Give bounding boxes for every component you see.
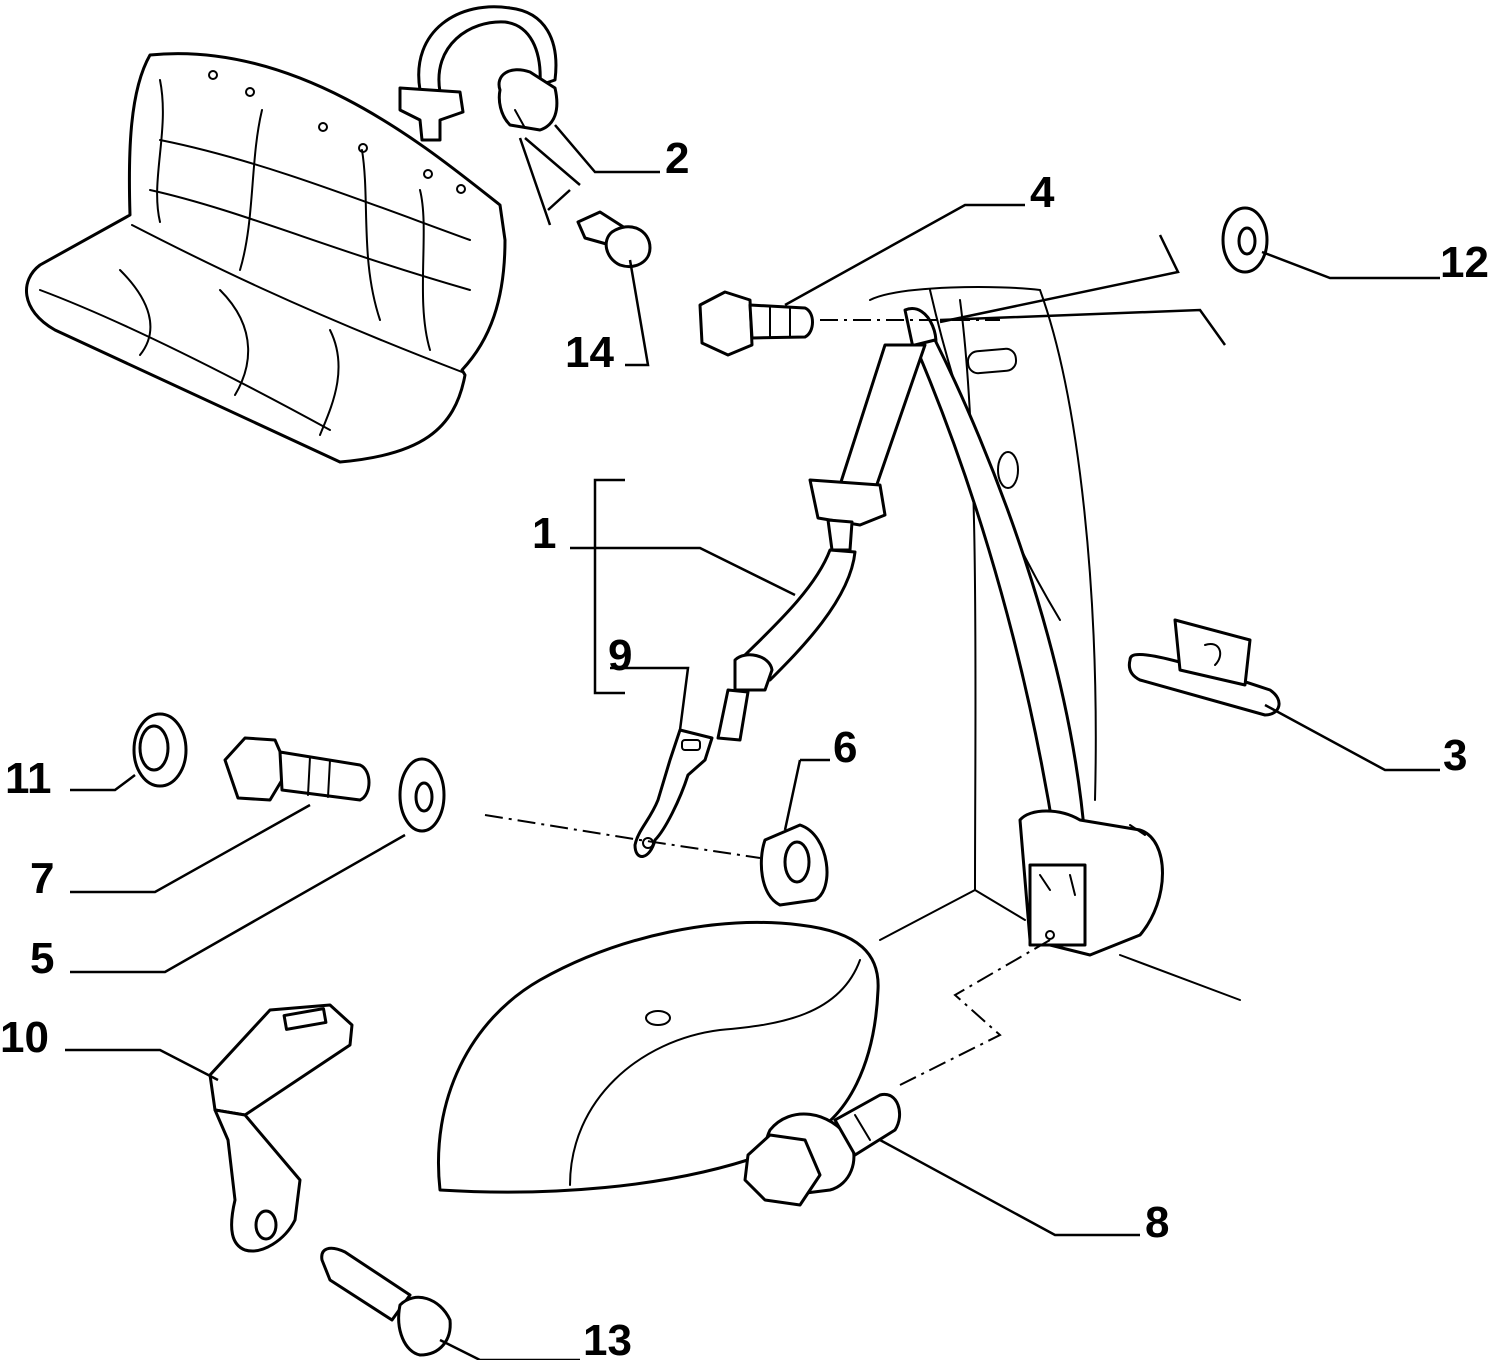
callout-labels: 2 14 4 12 1 9 3 6 11 7 5 10 8 13 — [0, 134, 1489, 1360]
callout-4: 4 — [1030, 168, 1055, 217]
wheel-arch-floor — [437, 920, 880, 1194]
washer-part-5 — [398, 757, 446, 833]
callout-9: 9 — [608, 631, 632, 680]
belt-anchor-part-9 — [633, 728, 714, 858]
callout-11: 11 — [5, 754, 52, 803]
leader-12 — [1261, 250, 1440, 280]
leader-4c — [939, 308, 1227, 346]
leader-8 — [879, 1138, 1140, 1237]
leader-4 — [784, 203, 1025, 307]
leader-9 — [610, 666, 690, 731]
bolt-part-4 — [698, 290, 814, 357]
callout-6: 6 — [833, 723, 857, 772]
callout-1: 1 — [532, 509, 556, 558]
spacer-part-6 — [759, 823, 829, 907]
callout-5: 5 — [30, 934, 54, 983]
bracket-1 — [593, 478, 625, 695]
bolt-part-13 — [320, 1246, 452, 1357]
leader-10 — [65, 1048, 219, 1082]
rear-bench-seat — [25, 52, 507, 464]
callout-7: 7 — [30, 854, 54, 903]
callout-10: 10 — [0, 1013, 49, 1062]
leader-5 — [70, 833, 406, 974]
buckle-part-10 — [208, 1003, 354, 1253]
washer-part-11 — [132, 712, 188, 788]
belt-retractor — [1018, 809, 1164, 957]
bolt-part-8 — [743, 1092, 901, 1207]
leader-13 — [439, 1338, 580, 1360]
bolt-part-7 — [223, 736, 371, 802]
shoulder-belt-part-1 — [716, 307, 1087, 842]
clip-part-3 — [1127, 618, 1281, 717]
center-lap-belt-part-2 — [398, 5, 559, 142]
bolt-part-14 — [518, 137, 652, 268]
leader-6 — [783, 758, 830, 831]
leader-11 — [70, 774, 136, 792]
callout-13: 13 — [583, 1316, 632, 1360]
leader-7 — [70, 803, 311, 894]
leader-14 — [625, 259, 650, 367]
callout-12: 12 — [1440, 238, 1489, 287]
leader-lines — [65, 124, 1440, 1360]
washer-part-12 — [1221, 206, 1269, 274]
leader-1 — [570, 546, 796, 597]
callout-3: 3 — [1443, 731, 1467, 780]
leader-4b — [939, 234, 1180, 324]
leader-2 — [554, 124, 660, 174]
callout-8: 8 — [1145, 1198, 1169, 1247]
callout-2: 2 — [665, 134, 689, 183]
leader-3 — [1264, 703, 1440, 772]
callout-14: 14 — [565, 328, 614, 377]
